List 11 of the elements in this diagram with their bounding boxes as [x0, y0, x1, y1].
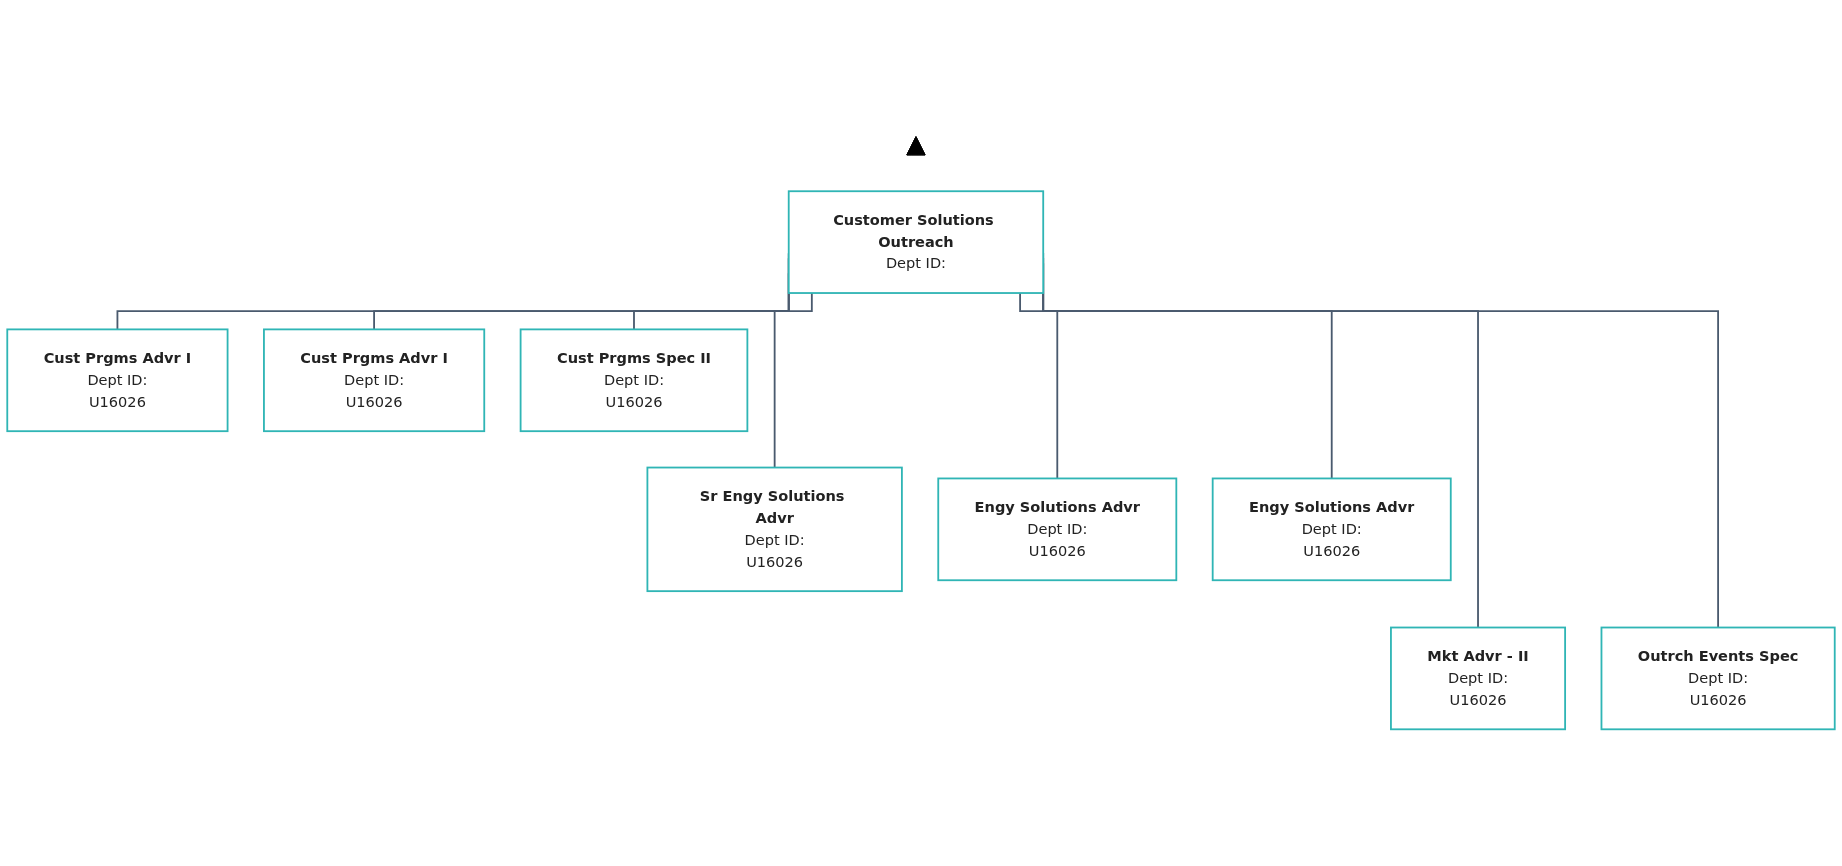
node-box: Outrch Events Spec Dept ID: U16026 — [1600, 626, 1836, 731]
node-box: Mkt Advr - II Dept ID: U16026 — [1390, 626, 1566, 731]
node-box: Cust Prgms Advr I Dept ID: U16026 — [6, 328, 229, 433]
connector — [773, 292, 813, 469]
node-box: Sr Engy Solutions Advr Dept ID: U16026 — [646, 466, 903, 593]
node-box: Engy Solutions Advr Dept ID: U16026 — [937, 477, 1178, 582]
node-box: Customer Solutions Outreach Dept ID: — [787, 190, 1045, 294]
connector — [1019, 292, 1059, 480]
node-box: Cust Prgms Advr I Dept ID: U16026 — [263, 328, 486, 433]
node-box: Engy Solutions Advr Dept ID: U16026 — [1211, 477, 1452, 582]
node-box: Cust Prgms Spec II Dept ID: U16026 — [519, 328, 749, 433]
